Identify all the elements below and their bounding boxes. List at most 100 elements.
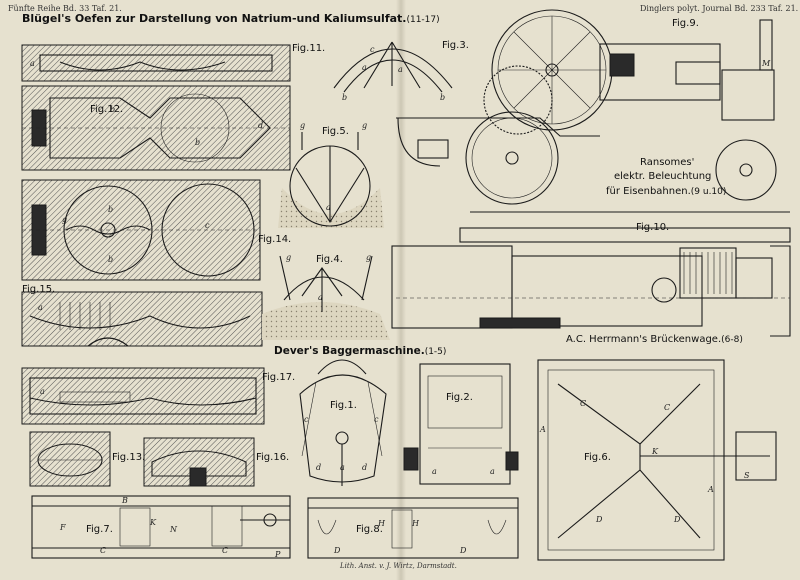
- svg-text:C: C: [100, 546, 106, 555]
- dever-title-text: Dever's Baggermaschine.: [274, 345, 425, 357]
- svg-text:D: D: [459, 546, 467, 555]
- svg-text:A: A: [707, 485, 714, 494]
- fig9-drawing: M: [396, 9, 790, 213]
- fig16-label: Fig.16.: [256, 452, 290, 463]
- svg-text:g: g: [362, 121, 367, 130]
- svg-text:K: K: [149, 518, 157, 527]
- fig7-drawing: B F K N C C P: [31, 495, 291, 559]
- fig8-drawing: D D H H: [307, 497, 519, 559]
- svg-text:a: a: [30, 59, 35, 68]
- fig17-drawing: a: [21, 367, 265, 425]
- svg-text:D: D: [333, 546, 341, 555]
- dever-title: Dever's Baggermaschine.(1-5): [274, 345, 446, 357]
- fig4-label: Fig.4.: [316, 254, 343, 265]
- svg-text:c: c: [304, 415, 309, 424]
- svg-text:C: C: [222, 546, 228, 555]
- fig12-drawing: b b d: [21, 85, 291, 171]
- svg-text:b: b: [108, 205, 113, 214]
- svg-text:K: K: [651, 447, 659, 456]
- fig5-drawing: g g a: [278, 121, 384, 228]
- bluegel-title-text: Blügel's Oefen zur Darstellung von Natri…: [22, 12, 407, 25]
- svg-text:N: N: [169, 525, 178, 534]
- fig3-label: Fig.3.: [442, 40, 469, 51]
- svg-text:F: F: [59, 523, 66, 532]
- svg-text:b: b: [108, 255, 113, 264]
- svg-text:D: D: [673, 515, 681, 524]
- dever-figure-range: (1-5): [424, 347, 447, 357]
- herrmann-title-text: A.C. Herrmann's Brückenwage.: [566, 334, 722, 345]
- svg-text:a: a: [40, 387, 45, 396]
- fig4-drawing: g g a: [262, 253, 390, 340]
- svg-text:A: A: [539, 425, 546, 434]
- svg-text:a: a: [318, 293, 323, 302]
- fig5-label: Fig.5.: [322, 126, 349, 137]
- svg-text:a: a: [340, 463, 345, 472]
- svg-text:C: C: [580, 399, 586, 408]
- svg-text:b: b: [195, 138, 200, 147]
- header-left: Fünfte Reihe Bd. 33 Taf. 21.: [8, 4, 122, 13]
- svg-text:S: S: [744, 471, 750, 480]
- svg-text:P: P: [274, 550, 281, 559]
- fig2-drawing: a a: [403, 363, 519, 485]
- svg-text:C: C: [664, 403, 670, 412]
- svg-text:a: a: [398, 65, 403, 74]
- fig9-label: Fig.9.: [672, 18, 699, 29]
- svg-text:H: H: [411, 519, 420, 528]
- fig13-drawing: [29, 431, 111, 487]
- svg-text:c: c: [205, 221, 210, 230]
- svg-text:b: b: [110, 105, 115, 114]
- svg-text:b: b: [440, 93, 445, 102]
- fig13-label: Fig.13.: [112, 452, 146, 463]
- svg-text:b: b: [342, 93, 347, 102]
- fig1-label: Fig.1.: [330, 400, 357, 411]
- fig11-drawing: a: [21, 44, 291, 82]
- svg-text:B: B: [121, 496, 128, 505]
- fig1-drawing: c c d d a: [299, 359, 387, 486]
- herrmann-title: A.C. Herrmann's Brückenwage.(6-8): [566, 334, 743, 345]
- bluegel-figure-range: (11-17): [406, 15, 440, 25]
- svg-text:a: a: [432, 467, 437, 476]
- fig10-drawing: [391, 227, 791, 337]
- svg-text:c: c: [370, 45, 375, 54]
- fig6-drawing: C D D C A A K S: [537, 359, 777, 561]
- svg-text:D: D: [595, 515, 603, 524]
- fig14-label: Fig.14.: [258, 234, 292, 245]
- svg-text:g: g: [300, 121, 305, 130]
- ransomes-title-line2: elektr. Beleuchtung: [614, 171, 712, 182]
- ransomes-title-line3-text: für Eisenbahnen.: [606, 186, 691, 197]
- svg-text:a: a: [38, 303, 43, 312]
- fig7-label: Fig.7.: [86, 524, 113, 535]
- herrmann-figure-range: (6-8): [721, 335, 743, 345]
- fig12-label: Fig.12.: [90, 104, 124, 115]
- fig3-drawing: a a b b c: [333, 41, 453, 102]
- svg-text:d: d: [316, 463, 321, 472]
- svg-text:c: c: [374, 415, 379, 424]
- header-right: Dinglers polyt. Journal Bd. 233 Taf. 21.: [640, 4, 799, 13]
- fig11-label: Fig.11.: [292, 43, 326, 54]
- fig6-label: Fig.6.: [584, 452, 611, 463]
- svg-text:g: g: [366, 253, 371, 262]
- svg-text:g: g: [62, 215, 67, 224]
- bluegel-title: Blügel's Oefen zur Darstellung von Natri…: [22, 12, 440, 25]
- fig15-drawing: a: [21, 291, 263, 347]
- svg-text:H: H: [377, 519, 386, 528]
- svg-text:d: d: [258, 121, 263, 130]
- ransomes-figure-range: (9 u.10): [690, 187, 727, 197]
- svg-text:d: d: [362, 463, 367, 472]
- lithographer-imprint: Lith. Anst. v. J. Wirtz, Darmstadt.: [340, 562, 457, 570]
- center-fold: [396, 0, 406, 580]
- fig15-label: Fig.15.: [22, 284, 56, 295]
- fig8-label: Fig.8.: [356, 524, 383, 535]
- fig2-label: Fig.2.: [446, 392, 473, 403]
- ransomes-title-line1: Ransomes': [640, 157, 695, 168]
- svg-text:M: M: [761, 59, 771, 68]
- fig16-drawing: [143, 437, 255, 487]
- svg-text:a: a: [490, 467, 495, 476]
- svg-text:a: a: [326, 203, 331, 212]
- svg-text:g: g: [286, 253, 291, 262]
- ransomes-title-line3: für Eisenbahnen.(9 u.10): [606, 186, 726, 197]
- fig14-drawing: g b b c: [21, 179, 261, 281]
- fig17-label: Fig.17.: [262, 372, 296, 383]
- svg-text:a: a: [362, 63, 367, 72]
